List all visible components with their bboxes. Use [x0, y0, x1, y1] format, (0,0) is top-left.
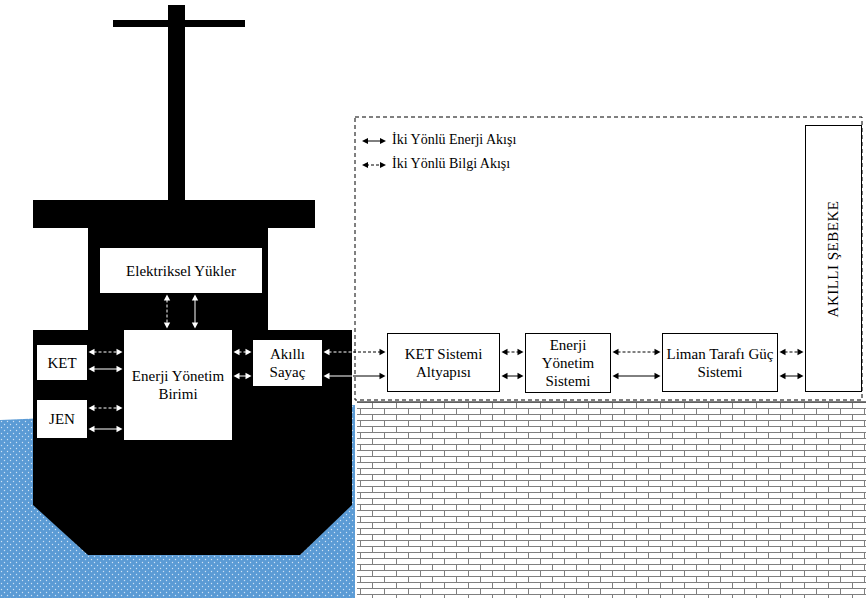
info-flow-arrow — [164, 295, 170, 329]
energy-unit-box: Enerji Yönetim Birimi — [124, 330, 232, 440]
load-box: Elektriksel Yükler — [100, 248, 262, 293]
legend-label: İki Yönlü Enerji Akışı — [392, 132, 516, 148]
energy-flow-arrow — [234, 373, 252, 379]
ship-silhouette — [33, 5, 352, 555]
energy-flow-arrow — [89, 426, 123, 432]
energy-flow-arrow — [89, 366, 123, 372]
node-label: AKILLI ŞEBEKE — [825, 200, 843, 317]
info-flow-arrow — [780, 349, 804, 355]
port-power-box: Liman Tarafı Güç Sistemi — [662, 333, 778, 392]
shore-region — [355, 117, 862, 400]
management-box: Enerji Yönetim Sistemi — [525, 333, 611, 393]
info-flow-arrow — [89, 349, 123, 355]
info-flow-arrow — [89, 405, 123, 411]
energy-flow-arrow — [780, 373, 804, 379]
node-label: Elektriksel Yükler — [126, 262, 236, 280]
info-flow-arrow — [324, 349, 386, 355]
legend-samples — [362, 138, 386, 168]
quay-wall — [357, 402, 866, 598]
smart-grid-box: AKILLI ŞEBEKE — [805, 125, 862, 392]
energy-flow-arrow — [192, 295, 198, 329]
node-label: JEN — [49, 410, 75, 428]
generator-box: JEN — [37, 400, 87, 438]
energy-flow-arrow — [502, 373, 524, 379]
energy-flow-arrow — [324, 373, 386, 379]
node-label: KET Sistemi Altyapısı — [388, 345, 499, 381]
energy-flow-arrow — [613, 373, 661, 379]
smart-meter-box: Akıllı Sayaç — [253, 340, 322, 386]
legend-label: İki Yönlü Bilgi Akışı — [392, 156, 510, 172]
node-label: Liman Tarafı Güç Sistemi — [663, 345, 777, 381]
infrastructure-box: KET Sistemi Altyapısı — [387, 333, 500, 392]
node-label: Akıllı Sayaç — [253, 345, 322, 381]
node-label: KET — [47, 354, 76, 372]
quay-edge — [357, 401, 866, 403]
info-flow-arrow — [502, 349, 524, 355]
storage-box: KET — [37, 345, 87, 380]
info-flow-arrow — [613, 349, 661, 355]
info-flow-arrow — [234, 349, 252, 355]
node-label: Enerji Yönetim Birimi — [124, 367, 232, 403]
node-label: Enerji Yönetim Sistemi — [526, 336, 610, 390]
